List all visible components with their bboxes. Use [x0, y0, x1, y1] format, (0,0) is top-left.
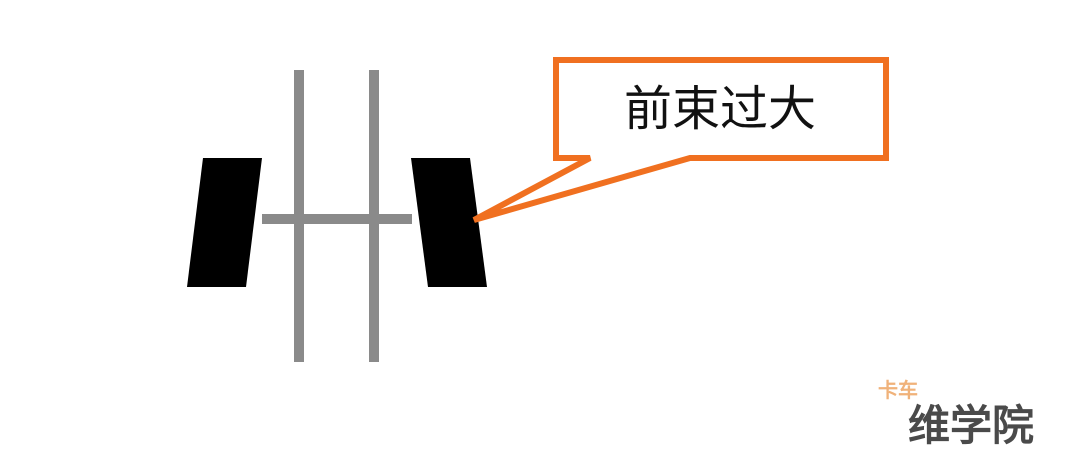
left-wheel: [187, 158, 262, 287]
right-wheel: [411, 158, 487, 287]
callout-text: 前束过大: [624, 81, 816, 137]
front-axle: [262, 214, 412, 224]
watermark-small-text: 卡车: [878, 378, 918, 402]
watermark-large-text: 维学院: [908, 401, 1034, 450]
callout-bubble: [472, 57, 889, 223]
